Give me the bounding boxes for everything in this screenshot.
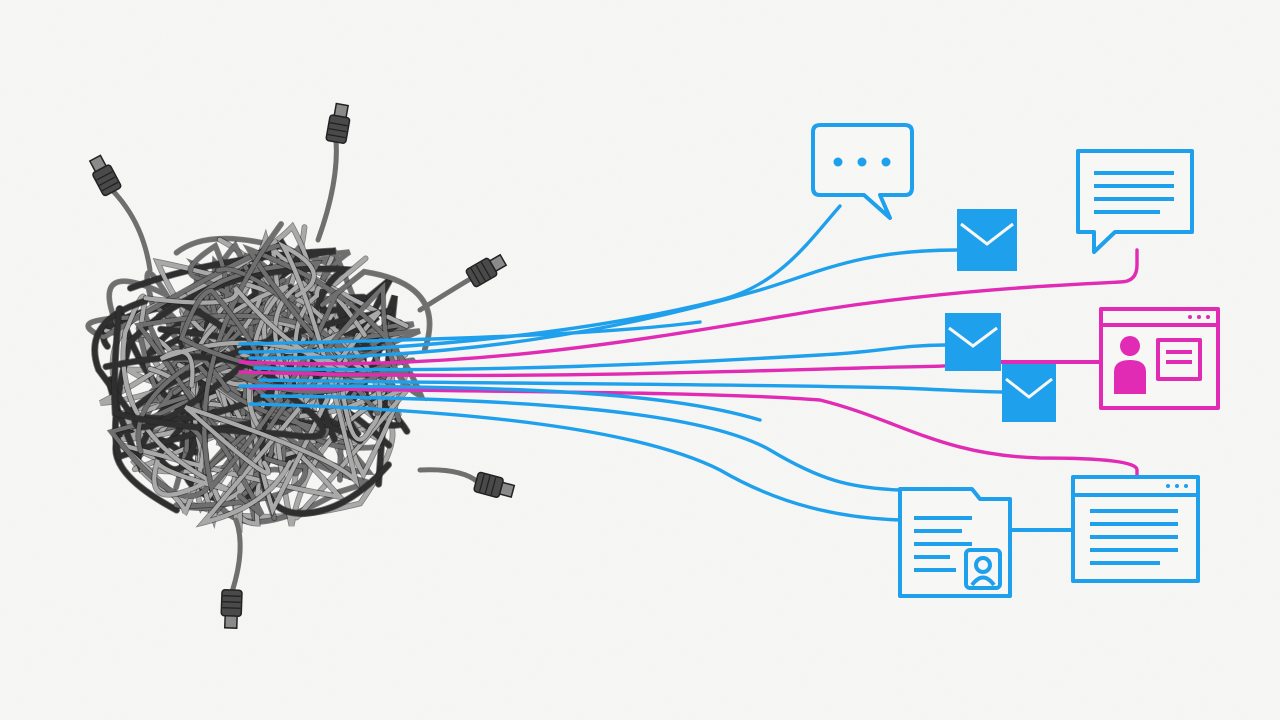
loose-cable-end [109, 187, 153, 273]
loose-cable-end [417, 275, 475, 313]
cable-strand [202, 221, 432, 492]
loose-cable-end [315, 137, 339, 243]
cable-connectors [88, 102, 516, 629]
blue-data-line [248, 402, 902, 522]
cable-connector-plug [325, 102, 351, 144]
cable-connector-plug [465, 253, 508, 288]
blue-data-line [238, 320, 702, 346]
blue-data-line [238, 204, 842, 354]
cable-strand [184, 240, 360, 488]
magenta-data-line [238, 360, 1003, 378]
chat-bubble-text-icon [1076, 149, 1194, 254]
cable-connector-plug [473, 471, 516, 499]
browser-window-icon [1071, 475, 1200, 583]
blue-data-line [260, 394, 902, 492]
blue-data-line [248, 248, 959, 360]
icon-link-lines [1001, 360, 1101, 532]
blue-data-line [253, 343, 947, 372]
envelope-icon [945, 313, 1001, 371]
blue-data-line [238, 384, 762, 422]
magenta-data-line [238, 248, 1139, 366]
chat-bubble-dots-icon [811, 123, 914, 220]
cable-connector-plug [88, 154, 122, 197]
id-card-document-icon [898, 487, 1012, 598]
envelope-icon [1002, 364, 1056, 422]
envelope-icon [957, 209, 1017, 271]
untangled-data-lines [238, 204, 1139, 522]
loose-cable-end [229, 517, 243, 595]
profile-window-icon [1099, 307, 1220, 410]
loose-cable-end [417, 467, 481, 485]
blue-data-line [258, 378, 1004, 394]
cable-strand [186, 223, 409, 454]
cable-connector-plug [220, 589, 243, 629]
